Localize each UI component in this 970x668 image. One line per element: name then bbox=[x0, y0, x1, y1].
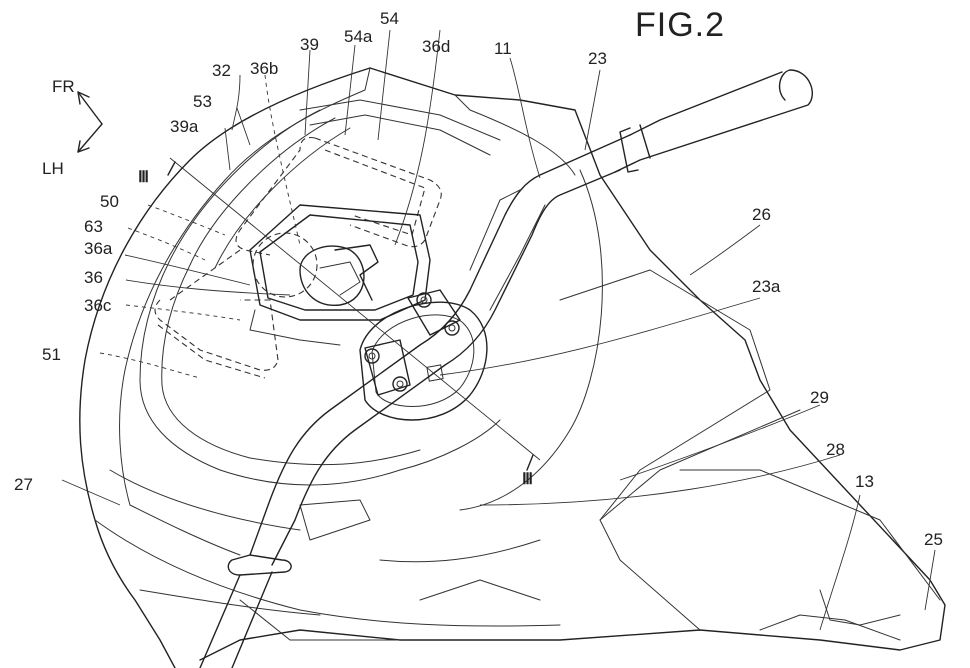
section-line-iii bbox=[167, 157, 541, 471]
leader-lines bbox=[61, 29, 936, 631]
label-25: 25 bbox=[924, 530, 943, 549]
section-mark-bottom: Ⅲ bbox=[522, 471, 533, 488]
label-36: 36 bbox=[84, 268, 103, 287]
label-50: 50 bbox=[100, 192, 119, 211]
orientation-arrows bbox=[77, 91, 103, 153]
label-27: 27 bbox=[14, 475, 33, 494]
orientation-left-label: LH bbox=[42, 159, 64, 178]
label-36d: 36d bbox=[422, 37, 450, 56]
frame-pipe bbox=[199, 69, 813, 668]
pump-flange bbox=[359, 289, 488, 421]
label-29: 29 bbox=[810, 388, 829, 407]
label-36a: 36a bbox=[84, 239, 113, 258]
label-23a: 23a bbox=[752, 277, 781, 296]
pump-plate-dashed bbox=[154, 136, 442, 379]
label-36c: 36c bbox=[84, 296, 112, 315]
label-28: 28 bbox=[826, 440, 845, 459]
label-23: 23 bbox=[588, 49, 607, 68]
label-11: 11 bbox=[494, 39, 512, 58]
label-13: 13 bbox=[855, 472, 874, 491]
section-mark-top: Ⅲ bbox=[138, 169, 149, 186]
label-26: 26 bbox=[752, 205, 771, 224]
label-53: 53 bbox=[193, 92, 212, 111]
label-36b: 36b bbox=[250, 59, 278, 78]
figure-title: FIG.2 bbox=[635, 6, 725, 44]
label-54: 54 bbox=[380, 9, 399, 28]
label-39: 39 bbox=[300, 35, 319, 54]
label-32: 32 bbox=[212, 61, 231, 80]
label-39a: 39a bbox=[170, 117, 199, 136]
orientation-front-label: FR bbox=[52, 77, 75, 96]
label-51: 51 bbox=[42, 345, 61, 364]
label-54a: 54a bbox=[344, 27, 373, 46]
fuel-tank-body bbox=[79, 67, 946, 668]
fuel-pump-module bbox=[249, 204, 431, 346]
label-63: 63 bbox=[84, 217, 103, 236]
tank-top-contours bbox=[139, 99, 501, 486]
reference-labels: FIG.2 FR LH Ⅲ Ⅲ 11 13 23 23a 25 26 27 28… bbox=[14, 6, 943, 549]
